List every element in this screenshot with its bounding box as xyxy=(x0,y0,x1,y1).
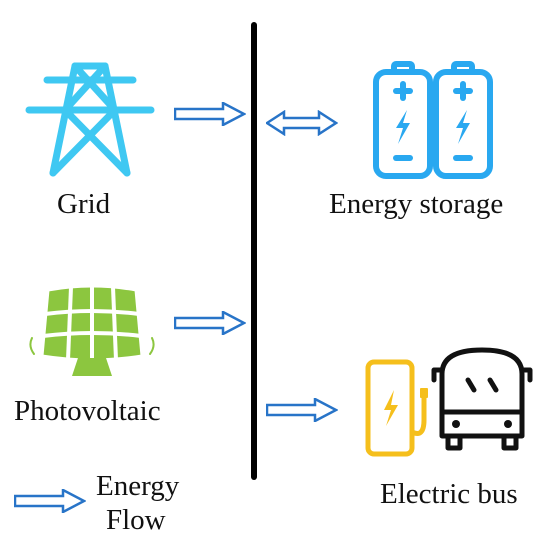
bus-icon xyxy=(431,347,533,451)
pv-to-bus-arrow xyxy=(174,311,246,335)
central-bus-line xyxy=(251,22,257,480)
charger-icon xyxy=(365,359,428,457)
transmission-tower-icon xyxy=(25,62,155,177)
energy-storage-label: Energy storage xyxy=(329,188,504,220)
hollow-arrow-icon xyxy=(14,489,86,513)
battery-icon xyxy=(373,61,493,179)
bus-storage-bidirectional-arrow xyxy=(266,110,338,136)
photovoltaic-label: Photovoltaic xyxy=(14,395,161,427)
electric-bus-label: Electric bus xyxy=(380,478,518,510)
grid-to-bus-arrow xyxy=(174,102,246,126)
legend-label-line1: Energy xyxy=(96,470,180,502)
solar-panel-icon xyxy=(29,284,155,376)
bus-to-electric-bus-arrow xyxy=(266,398,338,422)
grid-label: Grid xyxy=(57,188,111,220)
legend-label-line2: Flow xyxy=(106,504,166,536)
